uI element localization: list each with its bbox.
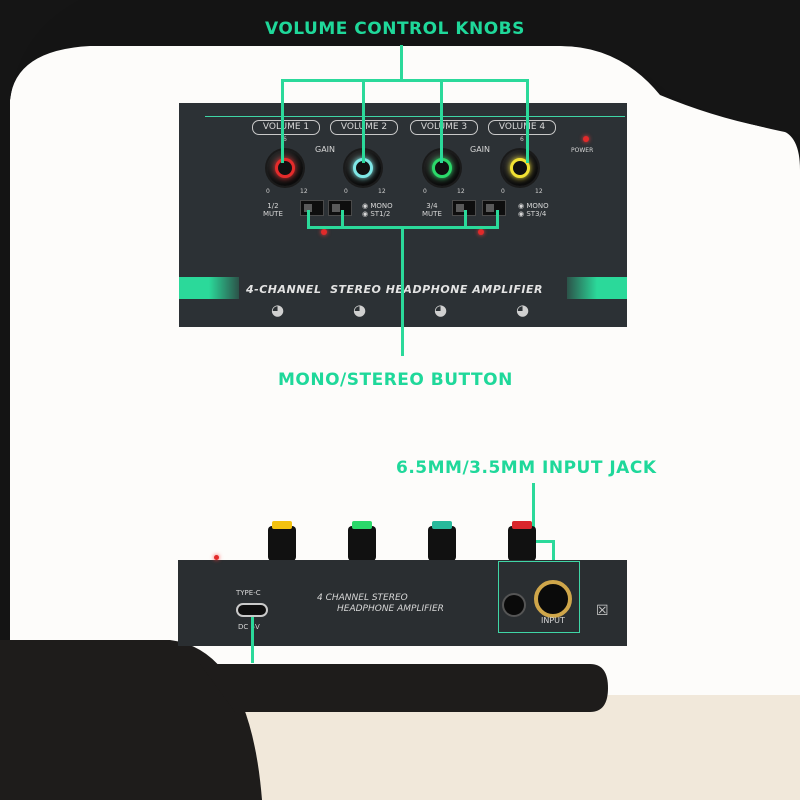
mute-switch-12[interactable] (300, 200, 324, 216)
tick-min-4: 0 (501, 188, 505, 195)
back-knob-2 (348, 521, 376, 561)
back-knob-3 (428, 521, 456, 561)
mono-stereo-switch-12[interactable] (328, 200, 352, 216)
ch34-mute-label: 3/4 MUTE (422, 202, 442, 218)
callout-line-volume-1 (281, 79, 284, 163)
channel-led-12 (321, 229, 327, 235)
volume-3-label: VOLUME 3 (410, 120, 478, 135)
tick-min-3: 0 (423, 188, 427, 195)
callout-line-mono-3 (464, 210, 467, 228)
gain-label-2: GAIN (470, 145, 491, 154)
callout-line-volume-stem (400, 45, 403, 81)
knob-ring-1 (275, 158, 295, 178)
back-title-line1: 4 CHANNEL STEREO (317, 593, 408, 603)
volume-1-label: VOLUME 1 (252, 120, 320, 135)
tick-max-1: 12 (300, 188, 308, 195)
callout-line-typec (251, 617, 254, 663)
headphone-icon-3: ◕ (434, 301, 448, 319)
ch12-mono-label: ◉ MONO (362, 202, 393, 210)
gain-label-1: GAIN (315, 145, 336, 154)
volume-knob-4[interactable] (502, 150, 538, 186)
callout-input-jack: 6.5MM/3.5MM INPUT JACK (396, 458, 657, 478)
tick-top-1: 6 (283, 136, 287, 143)
weee-bin-icon: ☒ (596, 603, 609, 619)
front-panel-accent-line (205, 116, 625, 117)
callout-mono-stereo: MONO/STEREO BUTTON (278, 370, 513, 390)
tick-max-2: 12 (378, 188, 386, 195)
headphone-icon-4: ◕ (516, 301, 530, 319)
headphone-icon-2: ◕ (353, 301, 367, 319)
tick-top-4: 6 (520, 136, 524, 143)
ch34-st-label: ◉ ST3/4 (518, 210, 547, 218)
tick-max-3: 12 (457, 188, 465, 195)
dark-bar (200, 664, 608, 712)
tick-min-2: 0 (344, 188, 348, 195)
back-title-line2: HEADPHONE AMPLIFIER (337, 604, 444, 614)
front-panel-title: 4-CHANNEL STEREO HEADPHONE AMPLIFIER (246, 283, 543, 296)
title-stripe-right (567, 277, 627, 299)
ch34-st-text: ST3/4 (526, 210, 547, 218)
callout-volume-knobs: VOLUME CONTROL KNOBS (265, 19, 525, 39)
title-stripe-left (179, 277, 239, 299)
volume-knob-1[interactable] (267, 150, 303, 186)
mono-stereo-switch-34[interactable] (482, 200, 506, 216)
volume-4-label: VOLUME 4 (488, 120, 556, 135)
back-led-left (214, 555, 219, 560)
callout-line-mono-2 (341, 210, 344, 228)
callout-line-volume-3 (440, 79, 443, 163)
input-label: INPUT (541, 616, 565, 625)
tick-max-4: 12 (535, 188, 543, 195)
callout-line-volume-2 (362, 79, 365, 163)
ch12-st-text: ST1/2 (370, 210, 391, 218)
ch34-mono-text: MONO (526, 202, 549, 210)
power-led (583, 136, 589, 142)
typec-port[interactable] (236, 603, 268, 617)
callout-line-volume-bar (281, 79, 529, 82)
callout-line-mono-4 (496, 210, 499, 228)
callout-line-mono-1 (307, 210, 310, 228)
knob-ring-4 (510, 158, 530, 178)
back-knob-1 (268, 521, 296, 561)
tick-min-1: 0 (266, 188, 270, 195)
callout-line-mono-stem (401, 226, 404, 356)
input-jack-6-5mm[interactable] (534, 580, 572, 618)
ch12-st-label: ◉ ST1/2 (362, 210, 391, 218)
power-label: POWER (571, 147, 594, 154)
dark-blob-bottom-left (0, 640, 262, 800)
input-box (498, 561, 580, 633)
ch12-mono-text: MONO (370, 202, 393, 210)
headphone-icon-1: ◕ (271, 301, 285, 319)
dc-label: DC 5V (238, 623, 260, 631)
typec-label: TYPE-C (236, 589, 261, 597)
callout-line-volume-4 (526, 79, 529, 163)
dark-corner-top-right (560, 0, 800, 135)
input-jack-3-5mm[interactable] (504, 595, 524, 615)
callout-line-input-stem (532, 483, 535, 543)
dark-corner-top-left (0, 0, 80, 100)
ch34-mono-label: ◉ MONO (518, 202, 549, 210)
channel-led-34 (478, 229, 484, 235)
ch12-mute-label: 1/2 MUTE (263, 202, 283, 218)
back-knob-4 (508, 521, 536, 561)
